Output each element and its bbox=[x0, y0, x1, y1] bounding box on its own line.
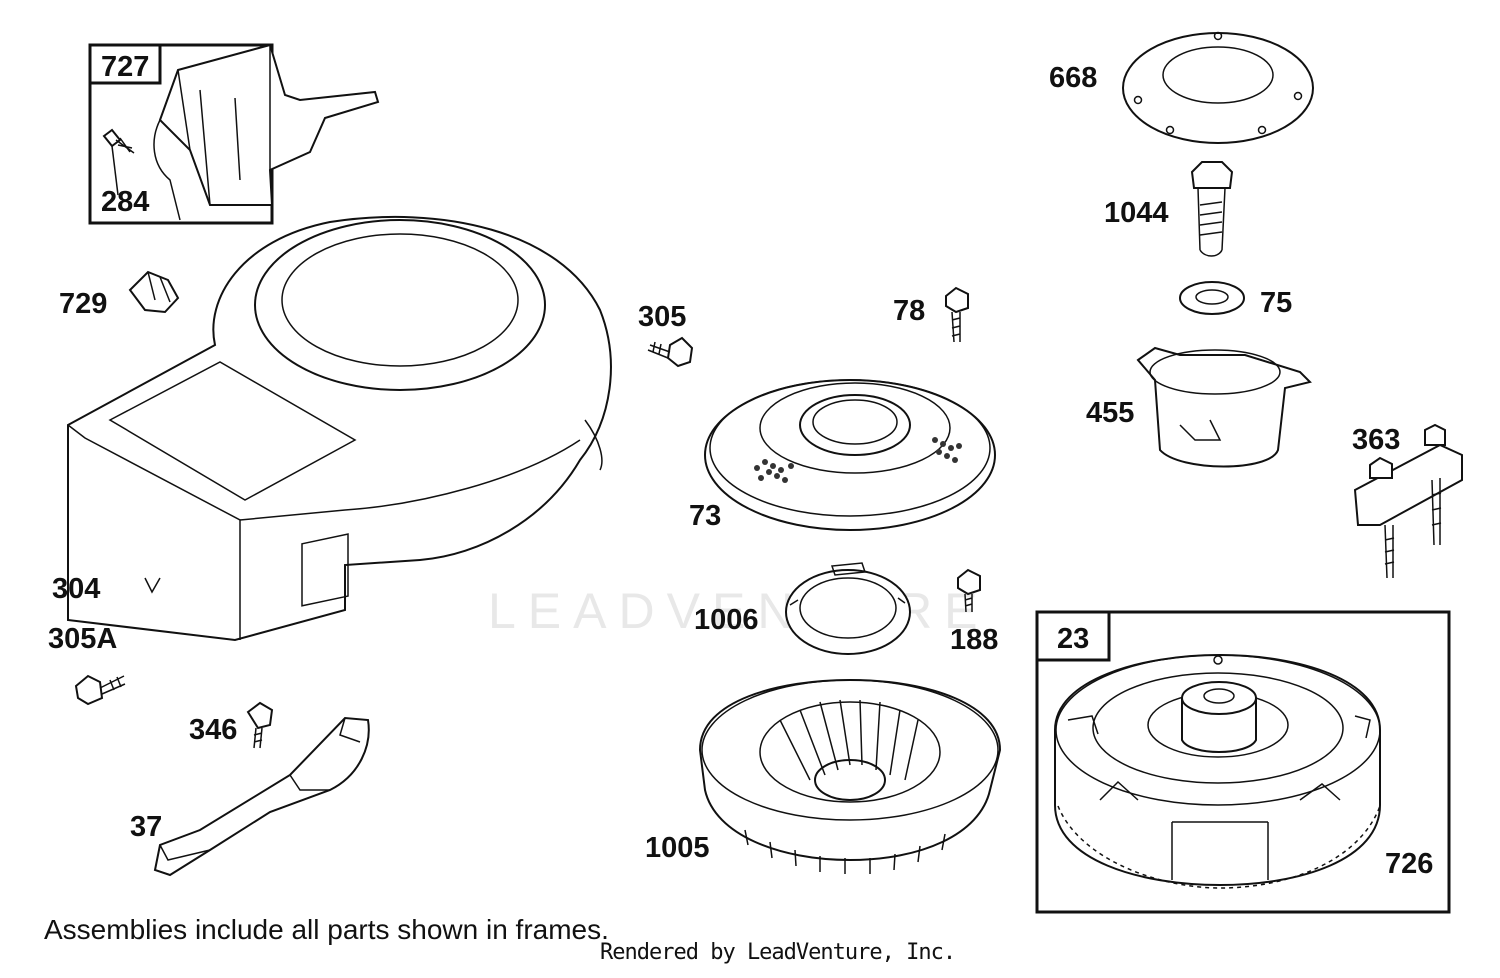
label-729: 729 bbox=[59, 288, 107, 320]
label-188: 188 bbox=[950, 624, 998, 656]
label-37: 37 bbox=[130, 811, 162, 843]
deflector-part-727 bbox=[153, 43, 380, 221]
label-73: 73 bbox=[689, 500, 721, 532]
fan-part-1005 bbox=[698, 678, 1002, 874]
screw-part-78 bbox=[945, 286, 969, 343]
label-1006: 1006 bbox=[694, 604, 759, 636]
assembly-frame-23 bbox=[1035, 610, 1451, 914]
cup-part-1006 bbox=[785, 562, 911, 655]
flywheel-part-726 bbox=[1054, 653, 1381, 889]
bracket-part-363 bbox=[1353, 423, 1463, 579]
baffle-part-37 bbox=[153, 716, 370, 877]
bushing-part-729 bbox=[128, 270, 180, 314]
washer-part-75 bbox=[1179, 281, 1245, 315]
label-726: 726 bbox=[1385, 848, 1433, 880]
label-727: 727 bbox=[101, 51, 149, 83]
label-305: 305 bbox=[638, 301, 686, 333]
screw-part-284 bbox=[102, 128, 135, 196]
label-363: 363 bbox=[1352, 424, 1400, 456]
label-284: 284 bbox=[101, 186, 149, 218]
footer-note: Assemblies include all parts shown in fr… bbox=[44, 914, 609, 945]
cup-part-455 bbox=[1136, 346, 1312, 468]
label-1044: 1044 bbox=[1104, 197, 1169, 229]
label-304: 304 bbox=[52, 573, 100, 605]
label-1005: 1005 bbox=[645, 832, 710, 864]
screen-part-73 bbox=[704, 379, 996, 531]
screw-part-305A bbox=[74, 674, 126, 706]
screw-part-305 bbox=[647, 336, 694, 368]
label-75: 75 bbox=[1260, 287, 1292, 319]
label-78: 78 bbox=[893, 295, 925, 327]
bolt-part-1044 bbox=[1190, 161, 1234, 257]
credit-text: Rendered by LeadVenture, Inc. bbox=[600, 940, 956, 965]
label-455: 455 bbox=[1086, 397, 1134, 429]
label-668: 668 bbox=[1049, 62, 1097, 94]
plate-part-668 bbox=[1122, 31, 1314, 144]
screw-part-188 bbox=[957, 568, 981, 613]
screw-part-346 bbox=[246, 701, 274, 749]
label-346: 346 bbox=[189, 714, 237, 746]
label-305A: 305A bbox=[48, 623, 117, 655]
label-23: 23 bbox=[1057, 623, 1089, 655]
blower-housing-part-304 bbox=[67, 216, 612, 642]
